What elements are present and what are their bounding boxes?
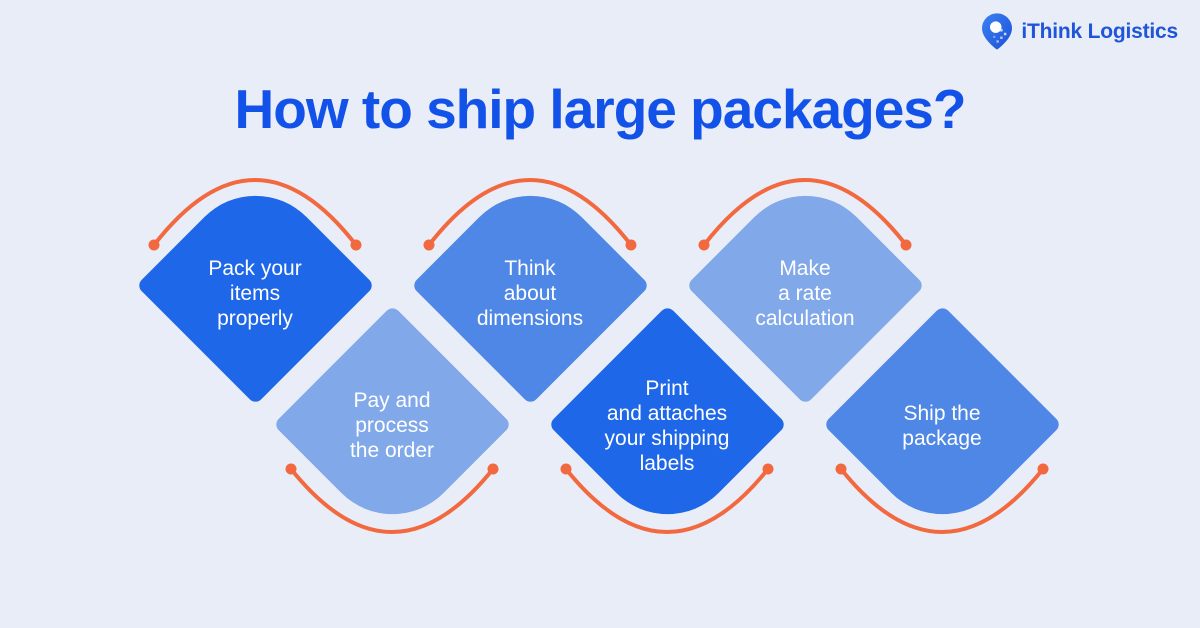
step-label: Think about dimensions	[476, 257, 584, 330]
step-rate-calculation: Make a rate calculation	[685, 165, 925, 406]
step-think-dimensions: Think about dimensions	[410, 165, 650, 406]
step-label: Make a rate calculation	[755, 257, 855, 330]
step-label: Pay and process the order	[349, 389, 435, 462]
location-pin-icon	[982, 13, 1013, 50]
step-label: Ship the package	[902, 401, 982, 450]
brand-logo: iThink Logistics	[982, 13, 1178, 50]
step-pay-process: Pay and process the order	[272, 304, 512, 545]
step-pack-items: Pack your items properly	[135, 165, 375, 406]
step-ship-package: Ship the package	[822, 304, 1062, 545]
step-label: Pack your items properly	[208, 257, 302, 330]
step-label: Print and attaches your shipping labels	[604, 376, 730, 475]
step-print-labels: Print and attaches your shipping labels	[547, 304, 787, 545]
brand-name: iThink Logistics	[1021, 19, 1178, 43]
page-title: How to ship large packages?	[234, 78, 967, 140]
